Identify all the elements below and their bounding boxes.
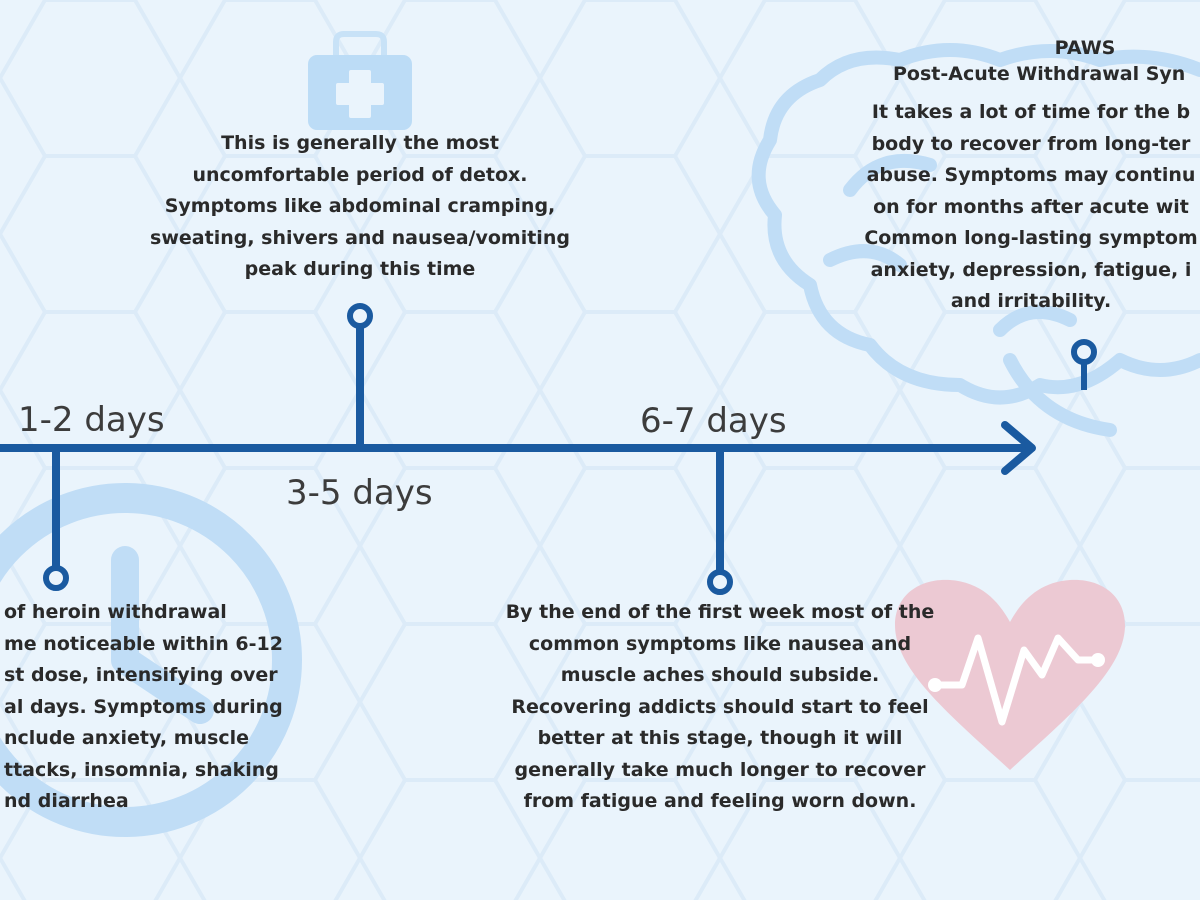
medical-bag-icon (308, 31, 412, 130)
brain-icon (751, 43, 1200, 437)
stage-2-description: This is generally the most uncomfortable… (150, 132, 570, 280)
stage-4-title: PAWS (1054, 37, 1116, 59)
stage-1-description: of heroin withdrawal me noticeable withi… (4, 601, 283, 812)
clock-icon (0, 483, 302, 837)
stage-1-marker (43, 448, 69, 591)
stage-3-description: By the end of the first week most of the… (505, 601, 935, 812)
stage-4-description: It takes a lot of time for the b body to… (864, 101, 1198, 312)
stage-4-marker (1071, 339, 1097, 390)
stage-1-label: 1-2 days (18, 400, 165, 440)
heart-pulse-icon (895, 579, 1125, 770)
timeline-arrowhead (1001, 421, 1036, 475)
stage-4-subtitle: Post-Acute Withdrawal Syn (893, 63, 1186, 85)
stage-2-label: 3-5 days (286, 473, 433, 513)
stage-3-label: 6-7 days (640, 401, 787, 441)
stage-2-marker (347, 303, 373, 448)
stage-3-marker (707, 448, 733, 595)
